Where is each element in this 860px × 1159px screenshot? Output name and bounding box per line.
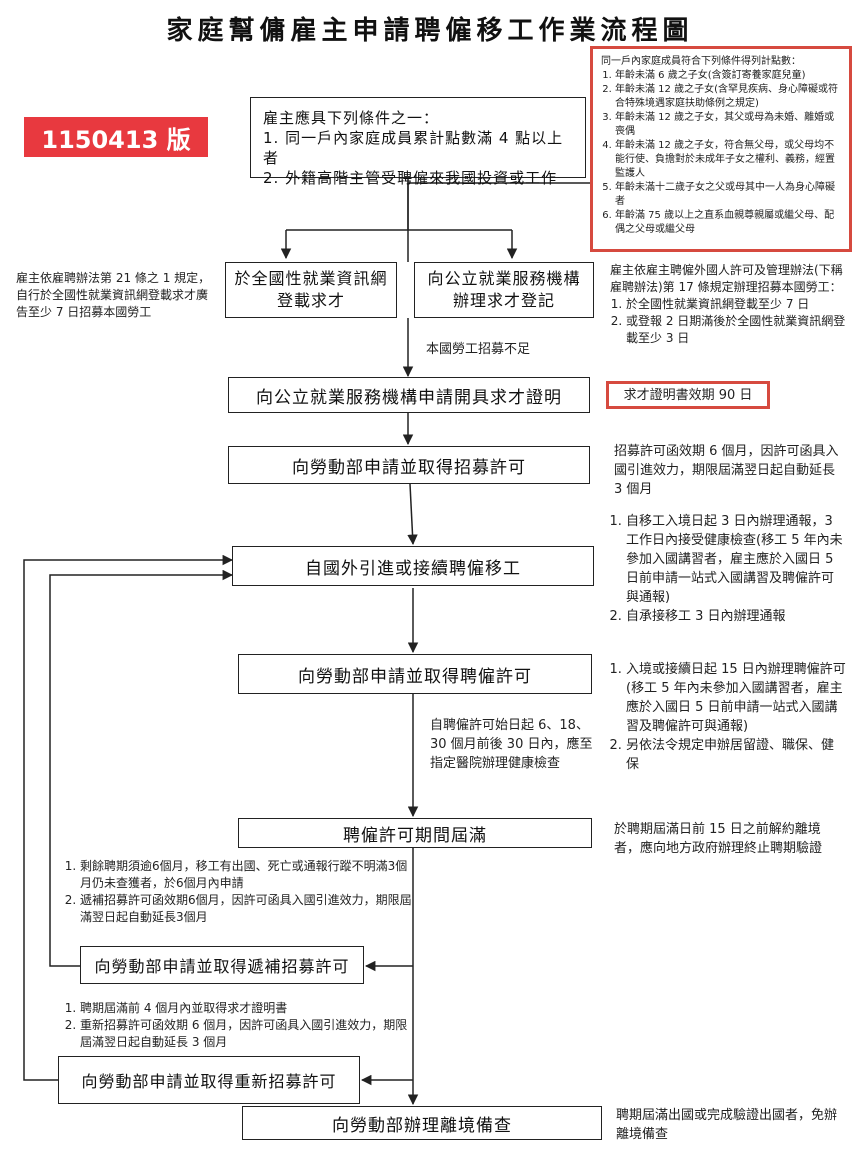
list-item: 於全國性就業資訊網登載至少 7 日 xyxy=(626,296,846,313)
employ-list: 入境或接續日起 15 日內辦理聘僱許可(移工 5 年內未參加入國講習者，雇主應於… xyxy=(610,660,846,774)
list-item: 自承接移工 3 日內辦理通報 xyxy=(626,607,846,626)
family-conditions-list: 年齡未滿 6 歲之子女(含簽訂寄養家庭兒童) 年齡未滿 12 歲之子女(含罕見疾… xyxy=(601,69,841,237)
left-ad-note: 雇主依雇聘辦法第 21 條之 1 規定，自行於全國性就業資訊網登載求才廣告至少 … xyxy=(16,271,211,319)
health-check-note: 自聘僱許可始日起 6、18、30 個月前後 30 日內，應至指定醫院辦理健康檢查 xyxy=(430,718,593,771)
departure-box: 向勞動部辦理離境備查 xyxy=(242,1106,602,1140)
list-item: 自移工入境日起 3 日內辦理通報，3 工作日內接受健康檢查(移工 5 年內未參加… xyxy=(626,512,846,607)
list-item: 聘期屆滿前 4 個月內並取得求才證明書 xyxy=(80,1000,414,1017)
entry-note: 自移工入境日起 3 日內辦理通報，3 工作日內接受健康檢查(移工 5 年內未參加… xyxy=(610,512,846,626)
right-law-heading: 雇主依雇主聘僱外國人許可及管理辦法(下稱雇聘辦法)第 17 條規定辦理招募本國勞… xyxy=(610,263,843,294)
cert-validity-text: 求才證明書效期 90 日 xyxy=(623,387,753,403)
list-item: 另依法令規定申辦居留證、職保、健保 xyxy=(626,736,846,774)
right-law-note: 雇主依雇主聘僱外國人許可及管理辦法(下稱雇聘辦法)第 17 條規定辦理招募本國勞… xyxy=(610,262,846,347)
list-item: 年齡滿 75 歲以上之直系血親尊親屬或繼父母、配偶之父母或繼父母 xyxy=(615,209,841,237)
early-termination-note: 於聘期屆滿日前 15 日之前解約離境者，應向地方政府辦理終止聘期驗證 xyxy=(614,822,823,856)
employ-note: 入境或接續日起 15 日內辦理聘僱許可(移工 5 年內未參加入國講習者，雇主應於… xyxy=(610,660,846,774)
employer-condition-item: 1. 同一戶內家庭成員累計點數滿 4 點以上者 xyxy=(263,129,564,167)
public-agency-box: 向公立就業服務機構辦理求才登記 xyxy=(414,262,594,318)
employer-conditions-heading: 雇主應具下列條件之一： xyxy=(263,109,440,127)
recruit-validity-note: 招募許可函效期 6 個月，因許可函具入國引進效力，期限屆滿翌日起自動延長 3 個… xyxy=(614,444,839,497)
recruit-permit-box: 向勞動部申請並取得招募許可 xyxy=(228,446,590,484)
list-item: 年齡未滿 12 歲之子女，符合無父母，或父母均不能行使、負擔對於未成年子女之權利… xyxy=(615,139,841,181)
replacement-list: 剩餘聘期須逾6個月，移工有出國、死亡或通報行蹤不明滿3個月仍未查獲者，於6個月內… xyxy=(64,858,414,926)
list-item: 剩餘聘期須逾6個月，移工有出國、死亡或通報行蹤不明滿3個月仍未查獲者，於6個月內… xyxy=(80,858,414,892)
list-item: 或登報 2 日期滿後於全國性就業資訊網登載至少 3 日 xyxy=(626,313,846,347)
family-conditions-heading: 同一戶內家庭成員符合下列條件得列計點數： xyxy=(601,56,801,67)
entry-list: 自移工入境日起 3 日內辦理通報，3 工作日內接受健康檢查(移工 5 年內未參加… xyxy=(610,512,846,626)
replacement-note: 剩餘聘期須逾6個月，移工有出國、死亡或通報行蹤不明滿3個月仍未查獲者，於6個月內… xyxy=(64,858,414,926)
employer-condition-item: 2. 外籍高階主管受聘僱來我國投資或工作 xyxy=(263,169,558,187)
list-item: 年齡未滿十二歲子女之父或母其中一人為身心障礙者 xyxy=(615,181,841,209)
list-item: 年齡未滿 12 歲之子女，其父或母為未婚、離婚或喪偶 xyxy=(615,111,841,139)
list-item: 入境或接續日起 15 日內辦理聘僱許可(移工 5 年內未參加入國講習者，雇主應於… xyxy=(626,660,846,736)
local-shortage-label: 本國勞工招募不足 xyxy=(426,342,531,357)
re-recruit-list: 聘期屆滿前 4 個月內並取得求才證明書 重新招募許可函效期 6 個月，因許可函具… xyxy=(64,1000,414,1051)
page-title: 家庭幫傭雇主申請聘僱移工作業流程圖 xyxy=(166,16,694,46)
version-badge: 1150413 版 xyxy=(24,117,208,157)
certificate-box: 向公立就業服務機構申請開具求才證明 xyxy=(228,377,590,413)
list-item: 重新招募許可函效期 6 個月，因許可函具入國引進效力，期限屆滿翌日起自動延長 3… xyxy=(80,1017,414,1051)
introduce-box: 自國外引進或接續聘僱移工 xyxy=(232,546,594,586)
expire-box: 聘僱許可期間屆滿 xyxy=(238,818,592,848)
list-item: 年齡未滿 6 歲之子女(含簽訂寄養家庭兒童) xyxy=(615,69,841,83)
right-law-list: 於全國性就業資訊網登載至少 7 日 或登報 2 日期滿後於全國性就業資訊網登載至… xyxy=(610,296,846,347)
list-item: 年齡未滿 12 歲之子女(含罕見疾病、身心障礙或符合特殊境遇家庭扶助條例之規定) xyxy=(615,83,841,111)
list-item: 遞補招募許可函效期6個月，因許可函具入國引進效力，期限屆滿翌日起自動延長3個月 xyxy=(80,892,414,926)
national-site-box: 於全國性就業資訊網登載求才 xyxy=(225,262,397,318)
employer-conditions-box: 雇主應具下列條件之一： 1. 同一戶內家庭成員累計點數滿 4 點以上者 2. 外… xyxy=(250,97,586,187)
cert-validity-frame: 求才證明書效期 90 日 xyxy=(606,381,770,409)
exempt-departure-note: 聘期屆滿出國或完成驗證出國者，免辦離境備查 xyxy=(616,1108,838,1142)
re-recruit-box: 向勞動部申請並取得重新招募許可 xyxy=(58,1056,360,1104)
re-recruit-note: 聘期屆滿前 4 個月內並取得求才證明書 重新招募許可函效期 6 個月，因許可函具… xyxy=(64,1000,414,1051)
family-conditions-panel: 同一戶內家庭成員符合下列條件得列計點數： 年齡未滿 6 歲之子女(含簽訂寄養家庭… xyxy=(590,46,852,252)
employ-permit-box: 向勞動部申請並取得聘僱許可 xyxy=(238,654,592,694)
replacement-box: 向勞動部申請並取得遞補招募許可 xyxy=(80,946,364,984)
